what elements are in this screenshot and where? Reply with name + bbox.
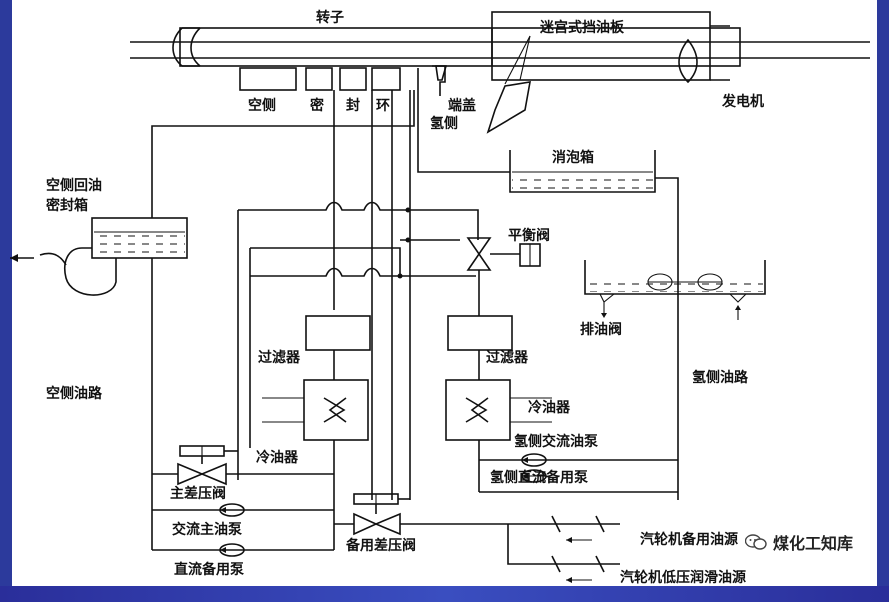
cooler-left xyxy=(262,379,369,441)
label-ac-main-pump: 交流主油泵 xyxy=(172,521,242,538)
end-cover-block xyxy=(486,81,531,134)
hydrogen-drain-tank xyxy=(584,260,766,320)
label-turbine-low-lube: 汽轮机低压润滑油源 xyxy=(620,569,746,586)
ac-main-pump-symbol xyxy=(219,503,245,517)
label-air-oil-path: 空侧油路 xyxy=(46,385,103,402)
label-cooler-right: 冷油器 xyxy=(528,399,571,416)
label-seal-dense: 密 xyxy=(309,97,324,114)
dc-standby-pump-symbol xyxy=(219,543,245,557)
cooler-right xyxy=(445,379,552,441)
label-air-return-2: 密封箱 xyxy=(45,197,88,214)
seal-ring-block-1 xyxy=(305,67,333,91)
rotor-shaft xyxy=(130,27,870,67)
label-dc-standby-pump: 直流备用泵 xyxy=(174,561,244,578)
wechat-icon xyxy=(744,534,767,550)
slide-frame-bottom xyxy=(0,586,889,602)
label-generator: 发电机 xyxy=(721,93,764,110)
main-dp-valve xyxy=(177,445,227,486)
label-labyrinth: 迷宫式挡油板 xyxy=(539,19,625,36)
filter-left xyxy=(305,315,371,351)
label-defoam-tank: 消泡箱 xyxy=(552,149,594,166)
generator-body xyxy=(491,11,730,84)
label-seal-ring: 环 xyxy=(376,98,390,114)
hydrogen-pump-box xyxy=(479,453,678,493)
label-air-side: 空侧 xyxy=(248,97,276,114)
watermark-text: 煤化工知库 xyxy=(772,534,853,553)
seal-ring-block-3 xyxy=(371,67,401,91)
slide-frame-left xyxy=(0,0,12,602)
watermark: 煤化工知库 xyxy=(738,528,859,556)
label-hydrogen-oil-path: 氢侧油路 xyxy=(692,369,749,386)
label-balance-valve: 平衡阀 xyxy=(508,227,550,244)
turbine-check-valves xyxy=(540,515,620,583)
label-filter-left: 过滤器 xyxy=(258,349,301,366)
label-hydrogen-side: 氢侧 xyxy=(430,115,458,132)
label-main-dp-valve: 主差压阀 xyxy=(170,485,226,502)
label-drain-valve: 排油阀 xyxy=(580,321,622,338)
filter-right xyxy=(447,315,513,351)
label-standby-dp-valve: 备用差压阀 xyxy=(345,537,416,554)
slide-frame-right xyxy=(877,0,889,602)
label-air-return-1: 空侧回油 xyxy=(46,177,102,194)
air-return-tank xyxy=(91,217,188,259)
seal-ring-block-2 xyxy=(339,67,367,91)
label-cooler-left: 冷油器 xyxy=(256,449,299,466)
standby-dp-valve xyxy=(353,493,401,536)
label-seal-feng: 封 xyxy=(346,97,360,114)
label-h-ac-pump: 氢侧交流油泵 xyxy=(514,433,598,450)
label-end-cover: 端盖 xyxy=(448,97,476,114)
label-turbine-standby: 汽轮机备用油源 xyxy=(640,531,738,548)
label-h-dc-pump: 氢侧直流备用泵 xyxy=(490,469,588,486)
defoam-tank xyxy=(509,150,656,193)
air-side-seal-block xyxy=(239,67,297,91)
label-rotor: 转子 xyxy=(316,9,344,26)
label-filter-right: 过滤器 xyxy=(486,349,529,366)
